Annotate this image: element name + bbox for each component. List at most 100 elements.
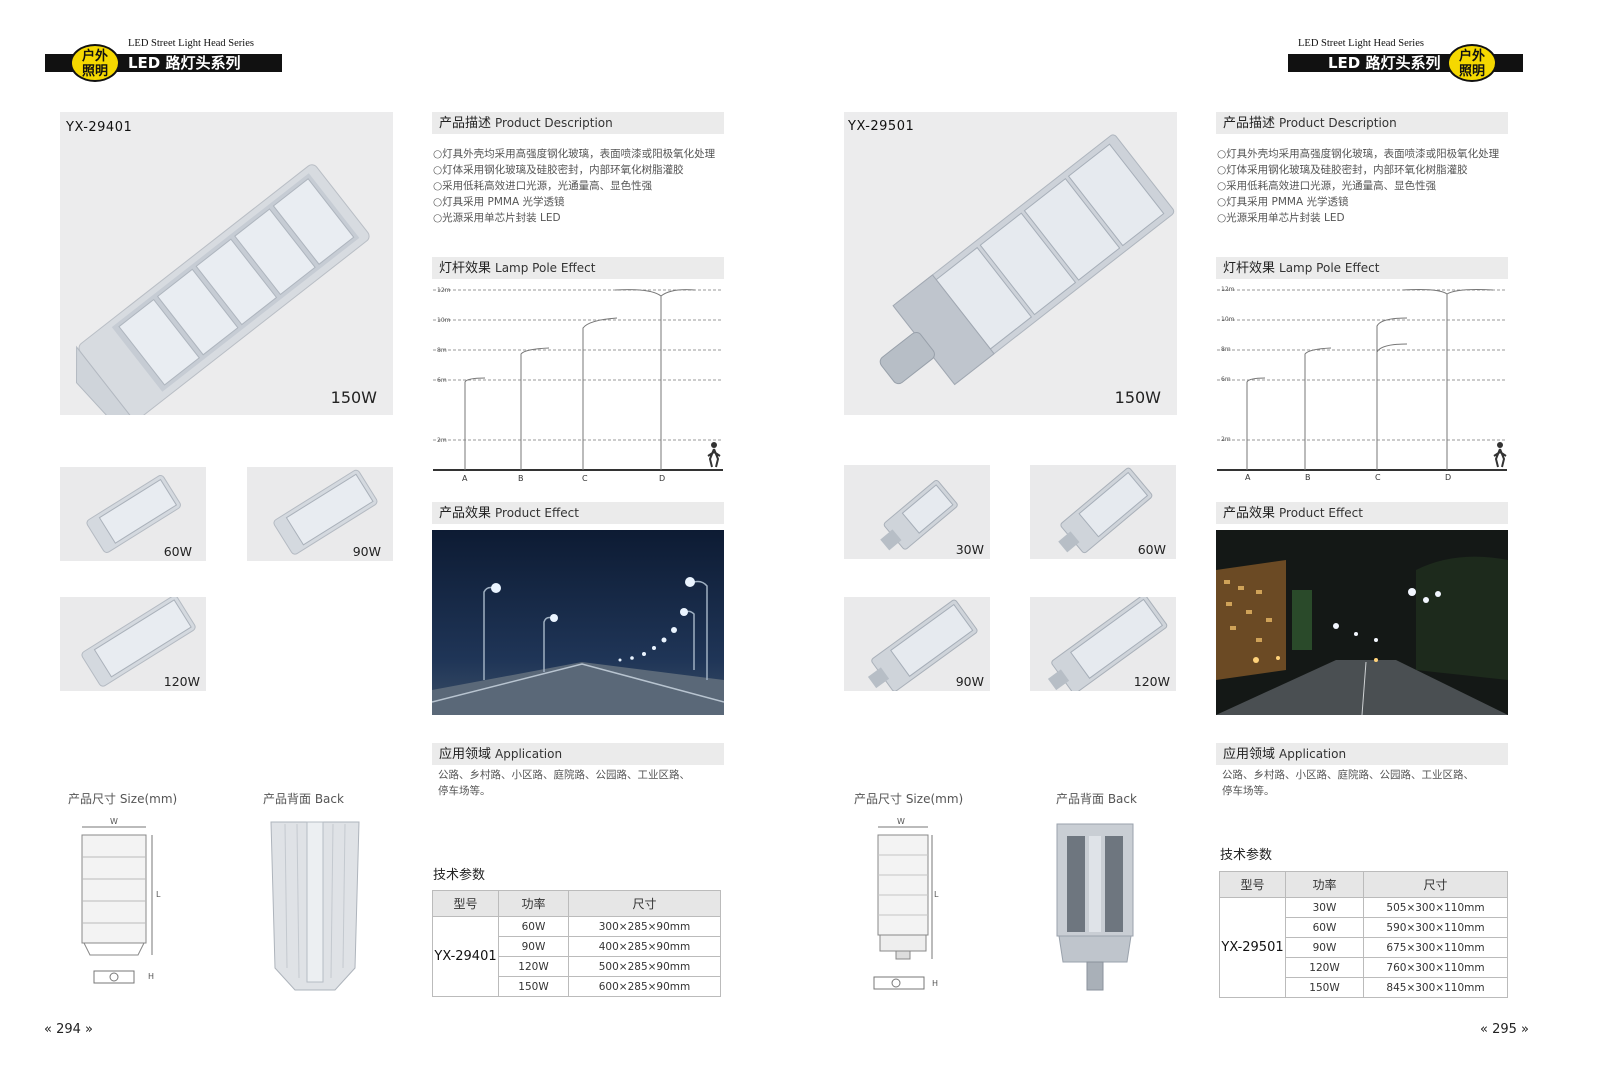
section-title-en: Lamp Pole Effect [1279, 261, 1380, 275]
spec-power: 60W [498, 916, 569, 937]
page-number: « 294 » [44, 1022, 93, 1037]
height-label: 2m [437, 437, 447, 444]
variant-wattage: 120W [1133, 674, 1170, 689]
logo-text: 户外 [81, 49, 108, 64]
main-wattage: 150W [330, 388, 377, 407]
description-item: ○灯体采用钢化玻璃及硅胶密封，内部环氧化树脂灌胶 [433, 164, 684, 176]
dim-length: L [156, 890, 161, 899]
back-view-image [270, 821, 360, 991]
section-title-cn: 应用领域 [439, 747, 492, 762]
dim-height: H [148, 972, 155, 981]
spec-header-row: 型号 功率 尺寸 [1219, 871, 1508, 898]
light-thumb-illustration [867, 599, 978, 691]
description-item: ○光源采用单芯片封装 LED [433, 212, 561, 224]
spec-power: 60W [1285, 917, 1364, 938]
height-label: 12m [437, 287, 451, 294]
spec-model: YX-29501 [1219, 897, 1286, 998]
dim-height: H [932, 979, 939, 988]
variant-wattage: 60W [163, 544, 192, 559]
main-product-image: YX-29401 150W [60, 112, 393, 415]
height-label: 6m [1221, 376, 1231, 383]
height-label: 6m [437, 377, 447, 384]
brand-logo: 户外 照明 [70, 44, 120, 82]
description-item: ○灯具外壳均采用高强度钢化玻璃，表面喷漆或阳极氧化处理 [1217, 148, 1500, 160]
section-title-cn: 灯杆效果 [439, 261, 492, 276]
pole-label: A [462, 474, 468, 483]
main-product-image: YX-29501 150W [844, 112, 1177, 415]
application-text: 公路、乡村路、小区路、庭院路、公园路、工业区路、 停车场等。 [438, 767, 690, 799]
table-row: YX-29501 30W 505×300×110mm [1219, 897, 1508, 998]
section-title-en: Product Description [495, 116, 613, 130]
pole-effect-diagram [433, 289, 723, 471]
size-diagram [873, 826, 933, 990]
spec-size: 500×285×90mm [568, 956, 721, 977]
pole-label: D [659, 474, 666, 483]
spec-power: 150W [498, 976, 569, 997]
brand-logo: 户外 照明 [1447, 44, 1497, 82]
light-thumb-illustration [81, 597, 196, 687]
page-number: « 295 » [1480, 1022, 1529, 1037]
spec-header: 尺寸 [568, 890, 721, 917]
height-label: 2m [1221, 436, 1231, 443]
light-thumb-illustration [86, 475, 181, 553]
street-light-illustration [76, 164, 370, 415]
spec-size: 590×300×110mm [1363, 917, 1508, 938]
description-item: ○采用低耗高效进口光源，光通量高、显色性强 [1217, 180, 1437, 192]
description-item: ○灯具采用 PMMA 光学透镜 [1217, 196, 1349, 208]
variant-wattage: 30W [955, 542, 984, 557]
back-view-image [1056, 823, 1134, 991]
spec-power: 120W [498, 956, 569, 977]
spec-header: 功率 [498, 890, 569, 917]
pole-label: B [1305, 473, 1311, 482]
variant-thumb: 120W [60, 597, 206, 691]
application-line: 停车场等。 [438, 785, 491, 797]
size-label: 产品尺寸 Size(mm) [68, 792, 178, 806]
section-title-en: Lamp Pole Effect [495, 261, 596, 275]
spec-size: 600×285×90mm [568, 976, 721, 997]
section-title-en: Product Effect [495, 506, 579, 520]
dim-width: W [110, 817, 118, 826]
logo-text: 照明 [81, 64, 108, 79]
description-list: ○灯具外壳均采用高强度钢化玻璃，表面喷漆或阳极氧化处理 ○灯体采用钢化玻璃及硅胶… [433, 146, 733, 226]
spec-size: 505×300×110mm [1363, 897, 1508, 918]
spec-power: 90W [498, 936, 569, 957]
pedestrian-icon [1493, 442, 1507, 468]
spec-header: 功率 [1285, 871, 1364, 898]
height-label: 8m [437, 347, 447, 354]
spec-power: 90W [1285, 937, 1364, 958]
spec-size: 675×300×110mm [1363, 937, 1508, 958]
spec-size: 760×300×110mm [1363, 957, 1508, 978]
model-label: YX-29401 [66, 120, 133, 135]
series-en: LED Street Light Head Series [128, 38, 254, 49]
pole-label: C [582, 474, 588, 483]
night-street-photo [1216, 530, 1508, 715]
section-title-en: Product Effect [1279, 506, 1363, 520]
spec-title: 技术参数 [1220, 848, 1273, 863]
spec-size: 400×285×90mm [568, 936, 721, 957]
spec-size: 845×300×110mm [1363, 977, 1508, 998]
section-title-cn: 产品描述 [1223, 116, 1276, 131]
description-item: ○采用低耗高效进口光源，光通量高、显色性强 [433, 180, 653, 192]
variant-thumb: 90W [844, 597, 990, 691]
section-title-cn: 产品效果 [1223, 506, 1276, 521]
size-label: 产品尺寸 Size(mm) [854, 792, 964, 806]
street-light-illustration [879, 134, 1175, 386]
logo-text: 户外 [1458, 49, 1485, 64]
section-title-en: Application [1279, 747, 1347, 761]
variant-wattage: 60W [1137, 542, 1166, 557]
series-en: LED Street Light Head Series [1298, 38, 1424, 49]
spec-header-row: 型号 功率 尺寸 [432, 890, 721, 917]
description-item: ○光源采用单芯片封装 LED [1217, 212, 1345, 224]
height-label: 10m [1221, 316, 1235, 323]
light-thumb-illustration [273, 469, 378, 555]
